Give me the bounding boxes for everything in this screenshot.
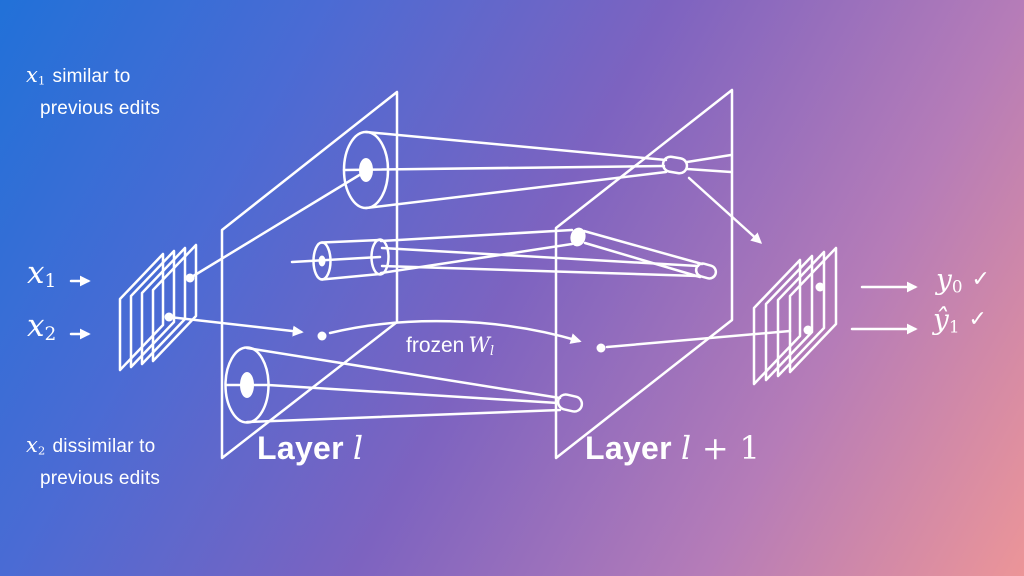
cone-bottom-key xyxy=(224,346,584,424)
output-dot-y1 xyxy=(803,325,813,335)
bottom-key-center xyxy=(240,372,254,398)
note-similar-text2: previous edits xyxy=(40,97,161,119)
x2-next-dot xyxy=(596,343,606,353)
cone-top-key xyxy=(342,130,733,210)
x2-activation-arrow xyxy=(167,315,304,337)
note-dissimilar-text2: previous edits xyxy=(40,467,161,489)
note-similar-var: x xyxy=(26,63,39,87)
frozen-weight-arrow xyxy=(328,319,582,344)
value-to-output-arrow xyxy=(687,176,763,244)
top-key-target-pill xyxy=(661,155,689,175)
middle-key-target-pill xyxy=(694,262,718,280)
output-dot-y0 xyxy=(815,282,825,292)
middle-key-filled-tip xyxy=(570,227,586,247)
input-x1-label: x1 xyxy=(27,255,57,293)
check-icon: ✓ xyxy=(968,307,987,333)
layer-l-plane xyxy=(220,90,399,460)
x2-to-output-line xyxy=(605,329,792,349)
bottom-key-target-pill xyxy=(556,393,584,413)
top-key-center xyxy=(359,158,373,182)
x2-hidden-dot xyxy=(317,331,327,341)
output-y1hat-label: ŷ1✓ xyxy=(933,303,987,337)
input-x2-label: x2 xyxy=(27,308,57,346)
check-icon: ✓ xyxy=(971,267,990,293)
middle-key-left-cap xyxy=(312,241,332,281)
middle-key-right-cap xyxy=(370,238,390,276)
top-key-circle xyxy=(342,130,390,210)
note-similar-text: similar to xyxy=(52,66,131,87)
output-y0-label: y0✓ xyxy=(936,263,990,297)
middle-key-center xyxy=(318,255,326,267)
note-dissimilar-var: x xyxy=(26,433,39,457)
output-feature-stack xyxy=(752,246,838,386)
input-feature-stack xyxy=(118,243,198,372)
x1-activation-line xyxy=(188,169,368,280)
note-dissimilar-text: dissimilar to xyxy=(52,436,156,457)
bottom-key-circle xyxy=(224,346,270,424)
cylinder-middle-key xyxy=(290,227,718,281)
layer-l1-plane xyxy=(554,88,734,460)
